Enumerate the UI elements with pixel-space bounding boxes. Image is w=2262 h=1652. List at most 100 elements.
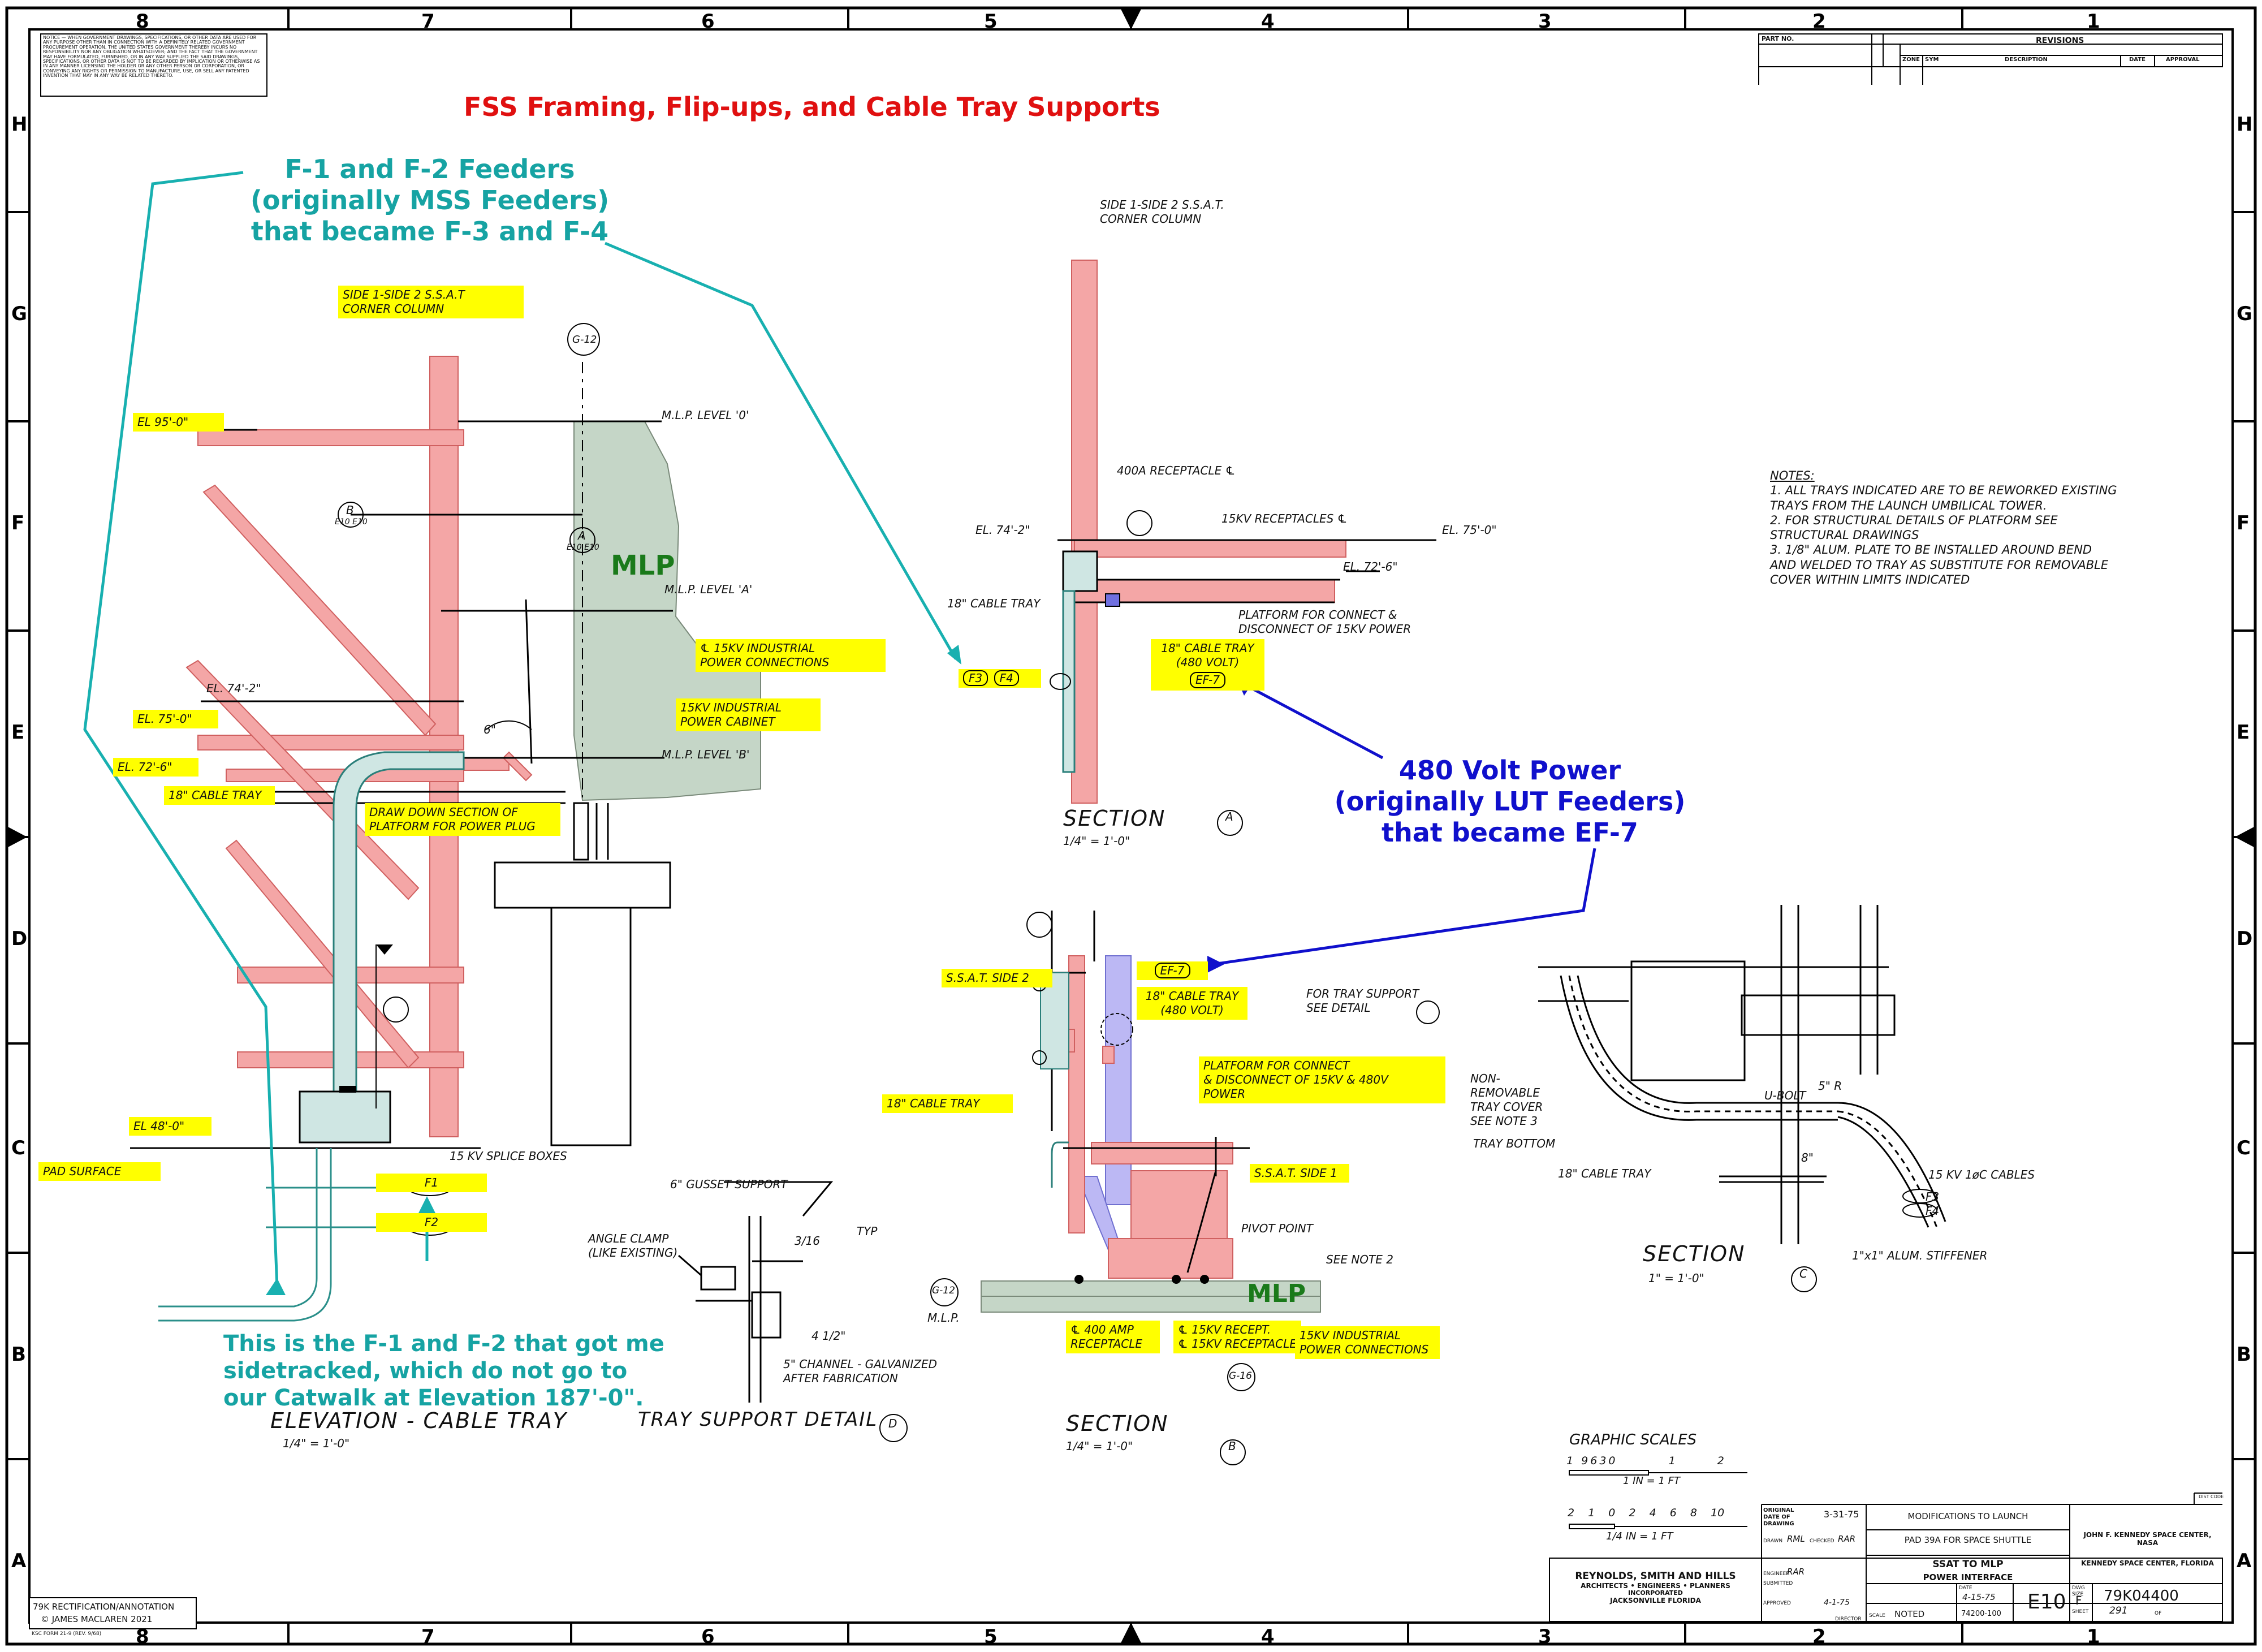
elevation-view-title: ELEVATION - CABLE TRAY — [270, 1408, 568, 1433]
column-label: 3 — [1538, 10, 1552, 33]
checked-label: CHECKED — [1810, 1538, 1834, 1544]
feeders-top-annotation: F-1 and F-2 Feeders (originally MSS Feed… — [250, 154, 610, 247]
scale-label: SCALE — [1869, 1613, 1885, 1619]
row-label: F — [2237, 512, 2250, 534]
row-label: G — [2237, 303, 2252, 325]
column-label: 3 — [1538, 1625, 1552, 1648]
section-a-corner-column: SIDE 1-SIDE 2 S.S.A.T.CORNER COLUMN — [1100, 198, 1224, 226]
section-b-scale: 1/4" = 1'-0" — [1066, 1439, 1133, 1453]
section-b-g16: G-16 — [1229, 1370, 1252, 1382]
ssat-side2-label: S.S.A.T. SIDE 2 — [942, 969, 1052, 987]
receptacles-15kv-label: 15KV RECEPTACLES ℄ — [1221, 512, 1348, 525]
column-label: 7 — [421, 1625, 435, 1648]
elevation-48-label: EL 48'-0" — [129, 1117, 211, 1136]
elevation-view-scale: 1/4" = 1'-0" — [283, 1437, 350, 1450]
elevation-74-label: EL. 74'-2" — [206, 681, 261, 695]
engineer-by: RAR — [1787, 1567, 1805, 1577]
date-value: 4-15-75 — [1962, 1592, 1996, 1602]
dimension-4-half: 4 1/2" — [811, 1329, 846, 1343]
title-line-1: MODIFICATIONS TO LAUNCH — [1907, 1511, 2028, 1521]
column-label: 2 — [1812, 10, 1826, 33]
g12-tag: G-12 — [572, 334, 597, 346]
approved-label: APPROVED — [1763, 1601, 1791, 1606]
section-a-el74: EL. 74'-2" — [975, 523, 1030, 537]
power-480-annotation: 480 Volt Power (originally LUT Feeders) … — [1334, 755, 1686, 848]
government-disclaimer: NOTICE — WHEN GOVERNMENT DRAWINGS, SPECI… — [43, 36, 260, 79]
elevation-95-label: EL 95'-0" — [133, 413, 224, 432]
mlp-level-b-label: M.L.P. LEVEL 'B' — [662, 748, 750, 761]
scale-value: NOTED — [1894, 1609, 1925, 1619]
ssat-side1-label: S.S.A.T. SIDE 1 — [1250, 1164, 1349, 1183]
of-label: OF — [2155, 1611, 2162, 1616]
row-label: E — [2237, 721, 2250, 744]
section-b-mlp-label: MLP — [1247, 1279, 1306, 1308]
row-label: A — [2237, 1550, 2252, 1572]
nasa-center: JOHN F. KENNEDY SPACE CENTER, NASA KENNE… — [2081, 1531, 2214, 1567]
section-c-scale: 1" = 1'-0" — [1648, 1271, 1704, 1285]
section-a-tray480: 18" CABLE TRAY(480 VOLT) EF-7 — [1151, 639, 1264, 691]
row-label: H — [11, 113, 28, 136]
form-number: KSC FORM 21-9 (REV. 9/68) — [32, 1631, 102, 1637]
sheet-code: E10 — [2027, 1590, 2066, 1614]
section-a-tag-letter: A — [1225, 810, 1233, 823]
elevation-75-label: EL. 75'-0" — [133, 710, 218, 728]
five-r-label: 5" R — [1818, 1079, 1842, 1093]
date-label: DATE — [1959, 1585, 1972, 1591]
column-label: 5 — [984, 1625, 998, 1648]
pivot-point-label: PIVOT POINT — [1241, 1222, 1313, 1235]
column-label: 4 — [1261, 1625, 1275, 1648]
revisions-approval: APPROVAL — [2166, 57, 2200, 63]
column-label: 6 — [701, 1625, 715, 1648]
section-c-f3: F3 — [1926, 1190, 1940, 1204]
credit-line-1: 79K RECTIFICATION/ANNOTATION — [33, 1602, 175, 1612]
eight-inch-label: 8" — [1801, 1151, 1814, 1164]
cables-15kv-label: 15 KV 1øC CABLES — [1928, 1168, 2035, 1181]
row-label: B — [2237, 1343, 2251, 1366]
column-label: 6 — [701, 10, 715, 33]
column-label: 5 — [984, 10, 998, 33]
section-a-tag: A — [578, 529, 586, 542]
mlp-level-a-label: M.L.P. LEVEL 'A' — [664, 583, 753, 596]
reference-number: 74200-100 — [1961, 1610, 2001, 1618]
engineer-label: ENGINEER — [1763, 1571, 1790, 1577]
sheet-number: 291 — [2109, 1605, 2128, 1616]
section-b-g12: G-12 — [932, 1285, 955, 1296]
checked-by: RAR — [1838, 1534, 1856, 1544]
section-a-title: SECTION — [1063, 806, 1166, 831]
section-a-platform: PLATFORM FOR CONNECT &DISCONNECT OF 15KV… — [1238, 608, 1411, 636]
row-label: D — [11, 928, 28, 950]
submitted-label: SUBMITTED — [1763, 1581, 1793, 1586]
approval-date: 4-1-75 — [1824, 1598, 1850, 1607]
section-b-title: SECTION — [1066, 1411, 1169, 1436]
stiffener-label: 1"x1" ALUM. STIFFENER — [1852, 1249, 1988, 1262]
row-label: C — [11, 1137, 25, 1159]
section-b-tag: B — [346, 503, 354, 517]
feeders-f3-f4-tag: F3 F4 — [959, 669, 1041, 688]
section-b-mlp-small: M.L.P. — [927, 1311, 960, 1325]
title-line-4: POWER INTERFACE — [1923, 1572, 2013, 1582]
mlp-level-0-label: M.L.P. LEVEL '0' — [662, 408, 749, 422]
drawn-by: RML — [1787, 1534, 1805, 1544]
column-label: 8 — [136, 10, 149, 33]
notes-block: NOTES: 1. ALL TRAYS INDICATED ARE TO BE … — [1770, 469, 2117, 586]
revisions-description: DESCRIPTION — [2005, 57, 2048, 63]
graphic-scales-header: GRAPHIC SCALES — [1569, 1431, 1697, 1448]
mlp-label: MLP — [611, 550, 675, 581]
feeder-f1-tag: F1 — [376, 1174, 487, 1192]
section-a-el72: EL. 72'-6" — [1343, 560, 1398, 573]
receptacle-15kv-labels: ℄ 15KV RECEPT.℄ 15KV RECEPTACLE — [1173, 1321, 1301, 1353]
title-line-3: SSAT TO MLP — [1932, 1559, 2004, 1570]
page-title: FSS Framing, Flip-ups, and Cable Tray Su… — [464, 92, 1160, 122]
revisions-header: REVISIONS — [2036, 36, 2084, 45]
ubolt-label: U-BOLT — [1764, 1089, 1806, 1102]
scale-1-label: 1 IN = 1 FT — [1623, 1475, 1680, 1487]
section-b-tray480: 18" CABLE TRAY(480 VOLT) — [1137, 987, 1247, 1020]
elevation-72-label: EL. 72'-6" — [113, 758, 198, 777]
receptacle-400a-label: 400A RECEPTACLE ℄ — [1117, 464, 1236, 477]
section-b-platform: PLATFORM FOR CONNECT& DISCONNECT OF 15KV… — [1199, 1056, 1445, 1103]
